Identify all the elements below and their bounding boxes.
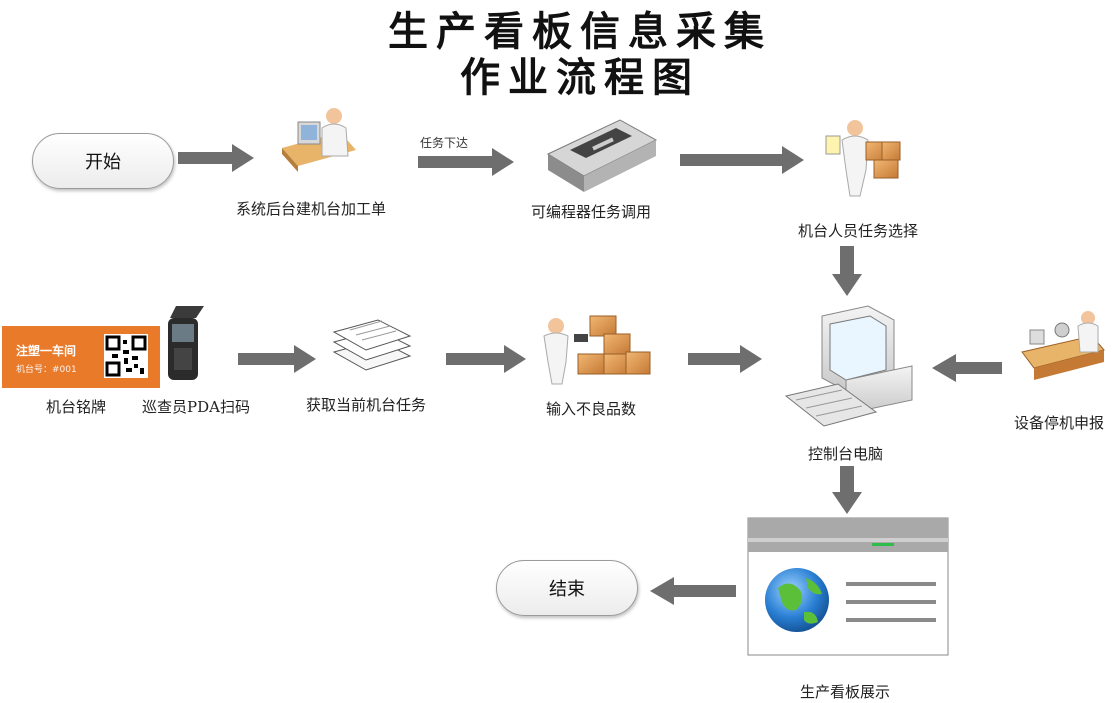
label-downtime-report: 设备停机申报 <box>1014 414 1105 432</box>
qr-code-icon <box>104 334 148 378</box>
equipment-conveyor-icon <box>1021 311 1105 380</box>
label-console-pc: 控制台电脑 <box>808 445 884 463</box>
start-node: 开始 <box>32 133 174 189</box>
inspector-with-boxes-icon <box>543 315 651 385</box>
dashboard-display-icon <box>747 517 949 656</box>
diagram-title-line1: 生产看板信息采集 <box>388 9 772 55</box>
edge-label-task-dispatch: 任务下达 <box>420 136 469 150</box>
programmable-device-icon <box>546 119 658 192</box>
arrow-defects-to-pc <box>688 345 762 373</box>
desktop-computer-icon <box>784 305 913 427</box>
office-worker-icon <box>282 108 356 172</box>
arrow-downtime-to-pc <box>932 354 1002 382</box>
nameplate-title: 注塑一车间 <box>16 344 77 358</box>
label-create-order: 系统后台建机台加工单 <box>236 200 387 218</box>
end-node: 结束 <box>496 560 638 616</box>
arrow-order-to-programmer <box>418 148 514 176</box>
pda-scanner-icon <box>168 306 204 380</box>
operator-with-boxes-icon <box>825 120 901 197</box>
arrow-pc-to-dashboard <box>832 466 862 514</box>
arrow-dashboard-to-end <box>650 577 736 605</box>
arrow-task-to-defects <box>446 345 526 373</box>
nameplate-machine-no: 机台号：#001 <box>16 365 77 375</box>
diagram-title-line2: 作业流程图 <box>460 55 700 101</box>
arrow-scan-to-task <box>238 345 316 373</box>
label-pda-scan: 巡查员PDA扫码 <box>142 398 250 416</box>
label-operator-select: 机台人员任务选择 <box>798 222 919 240</box>
arrow-programmer-to-operator <box>680 146 804 174</box>
label-input-defects: 输入不良品数 <box>546 400 637 418</box>
task-documents-icon <box>332 319 412 371</box>
label-dashboard: 生产看板展示 <box>800 683 891 701</box>
machine-nameplate-card: 注塑一车间 机台号：#001 <box>2 326 160 388</box>
label-nameplate: 机台铭牌 <box>46 398 107 416</box>
label-programmer: 可编程器任务调用 <box>531 203 652 221</box>
arrow-start-to-order <box>178 144 254 172</box>
label-get-task: 获取当前机台任务 <box>306 396 427 414</box>
arrow-operator-to-pc <box>832 246 862 296</box>
